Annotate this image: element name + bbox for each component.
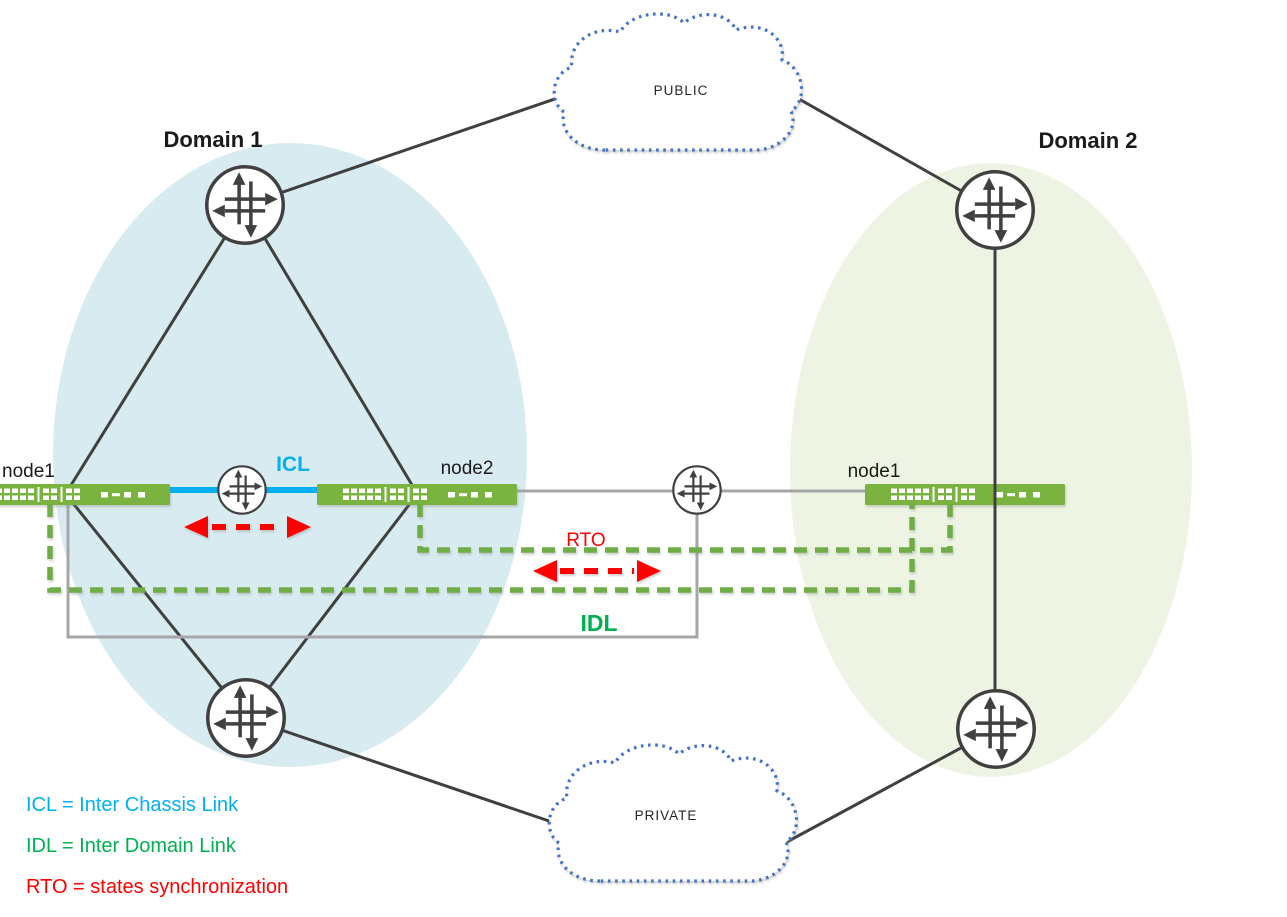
legend-icl: ICL = Inter Chassis Link: [26, 794, 239, 816]
idl-link-label: IDL: [580, 610, 617, 636]
domain2-label: Domain 2: [1038, 128, 1137, 153]
public-cloud-label: PUBLIC: [654, 83, 709, 98]
domain2-region: [790, 163, 1192, 777]
router-icon-domain1-bottom: [206, 678, 286, 758]
physical-links-dark: [66, 74, 997, 852]
rto-link-label: RTO: [566, 530, 605, 551]
router-icon-icl-mid: [217, 465, 267, 515]
public-cloud: [552, 12, 804, 152]
domain1-node1-label: node1: [2, 461, 55, 482]
icl-link-label: ICL: [276, 453, 310, 476]
switch-domain2-node1: [865, 484, 1065, 505]
router-icon-idl-mid: [672, 465, 722, 515]
idl-link-lower-dashed: [47, 503, 915, 593]
legend-idl: IDL = Inter Domain Link: [26, 835, 237, 857]
domain1-node2-label: node2: [441, 458, 494, 479]
domain1-region: [53, 143, 527, 767]
switch-domain1-node2: [317, 484, 517, 505]
router-icon-domain2-bottom: [956, 689, 1036, 769]
idl-link-upper-dashed: [417, 503, 953, 553]
legend-rto: RTO = states synchronization: [26, 876, 288, 898]
rto-arrow-idl: [533, 560, 661, 582]
router-icon-domain1-top: [205, 165, 285, 245]
domain2-node1-label: node1: [848, 461, 901, 482]
switch-domain1-node1: [0, 484, 170, 505]
router-icon-domain2-top: [955, 170, 1035, 250]
private-cloud-label: PRIVATE: [635, 808, 698, 823]
legend: ICL = Inter Chassis Link IDL = Inter Dom…: [26, 794, 288, 898]
domain1-label: Domain 1: [163, 127, 262, 152]
rto-arrow-icl: [184, 516, 311, 538]
